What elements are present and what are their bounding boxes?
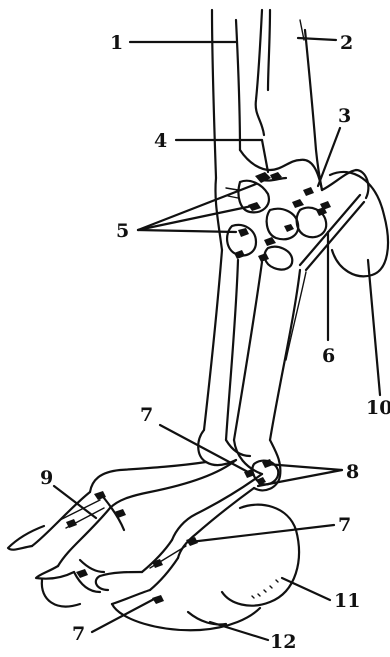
label-6: 6 <box>322 345 335 367</box>
leader-7-bottom <box>92 598 156 632</box>
label-10: 10 <box>366 397 390 419</box>
label-8: 8 <box>346 461 359 483</box>
right-digit <box>96 474 262 604</box>
leader-5c <box>138 230 236 232</box>
label-11: 11 <box>334 590 360 612</box>
leader-10 <box>368 260 380 395</box>
metacarpophalangeal-joint <box>198 430 280 490</box>
label-12: 12 <box>270 631 296 653</box>
label-3: 3 <box>338 105 351 127</box>
label-2: 2 <box>340 32 353 54</box>
label-7-right: 7 <box>338 514 351 536</box>
label-1: 1 <box>110 32 123 54</box>
label-5: 5 <box>116 220 129 242</box>
label-7-top: 7 <box>140 404 153 426</box>
label-7-bottom: 7 <box>72 623 85 645</box>
leader-lines <box>54 38 380 640</box>
leader-4b <box>262 140 268 172</box>
leader-8b <box>258 470 342 486</box>
label-4: 4 <box>154 130 167 152</box>
leader-5a <box>138 184 256 230</box>
leader-11 <box>282 578 330 600</box>
leader-5b <box>138 206 252 230</box>
leader-12 <box>210 622 268 640</box>
metacarpal-bones <box>204 250 306 440</box>
digital-pad <box>112 505 299 631</box>
leader-7-right <box>190 525 334 542</box>
label-9: 9 <box>40 467 53 489</box>
carpal-region <box>215 150 388 276</box>
leader-3 <box>318 128 340 186</box>
